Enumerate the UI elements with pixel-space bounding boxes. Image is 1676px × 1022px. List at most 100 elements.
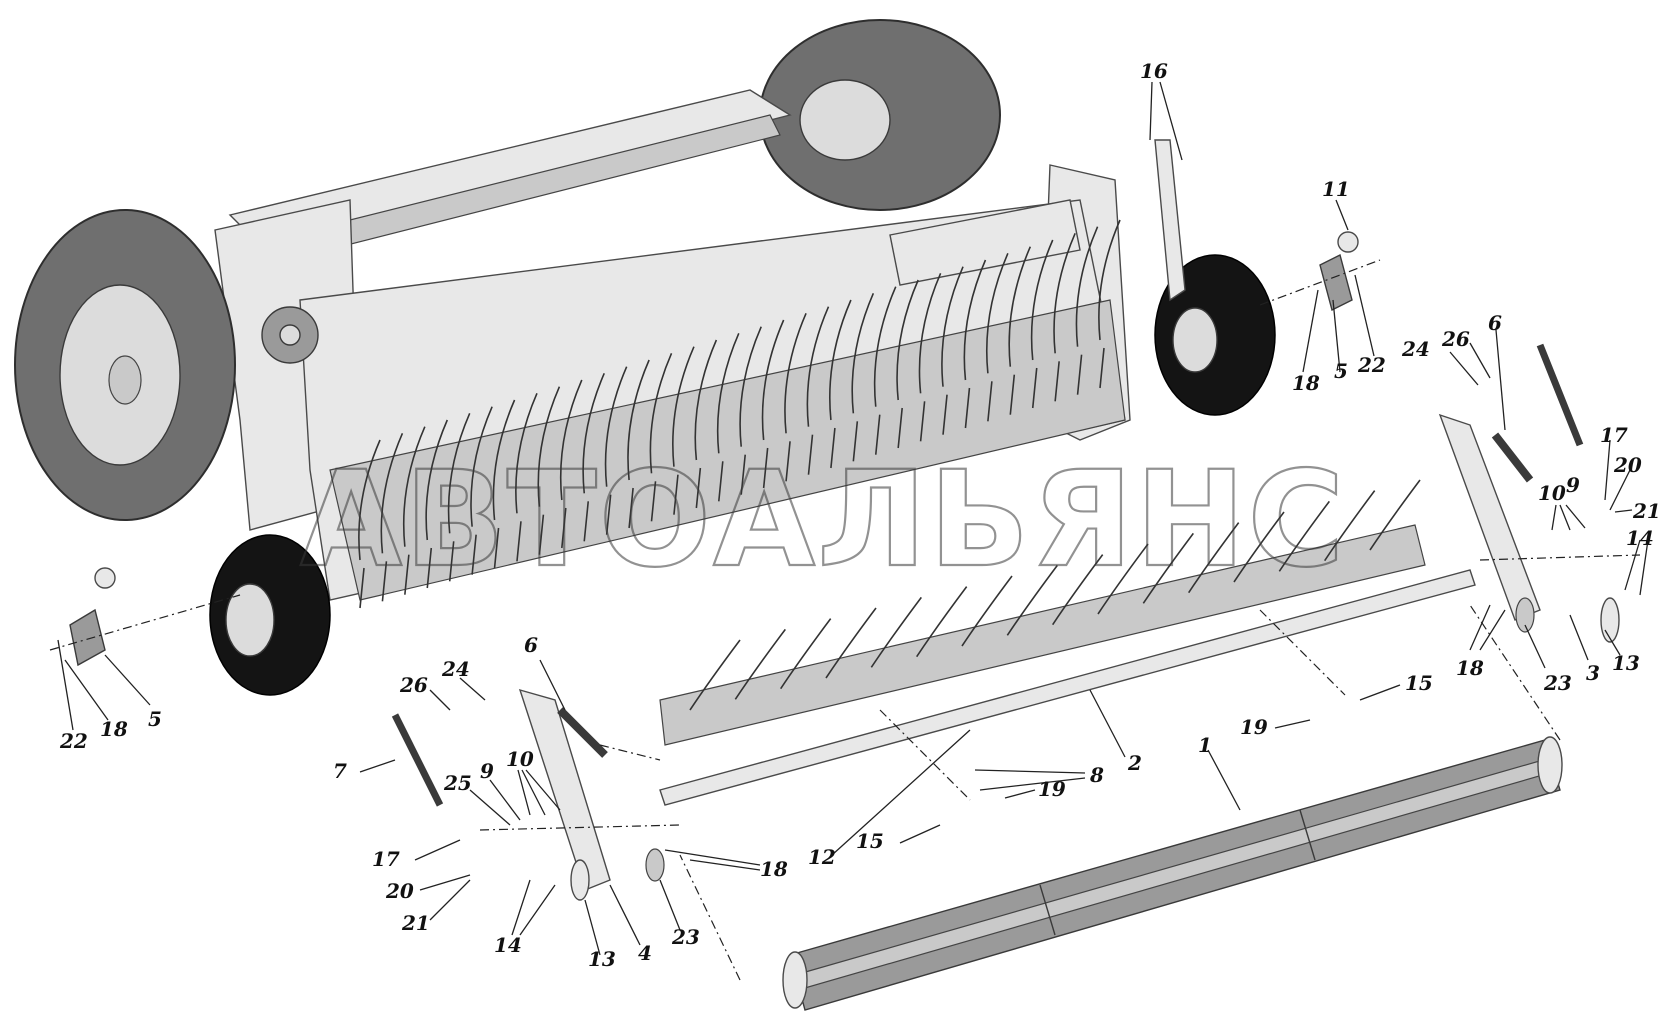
tine [447,413,471,582]
leader-16 [1149,81,1183,161]
leader-26-left [429,689,451,711]
callout-17-right: 17 [1600,423,1628,447]
right-gauge-rim [1172,307,1218,373]
left-link-spring [557,707,608,758]
axis-guard [879,709,971,801]
leader-15-left [899,824,941,844]
leader-4 [609,884,641,946]
callout-6-right: 6 [1488,311,1502,335]
tine [1008,246,1032,415]
tine [358,439,381,609]
guard-tine [916,586,968,658]
upper-shaft [889,199,1081,286]
leader-14-left [511,879,556,936]
guard-tine [870,596,922,668]
tine [1030,239,1054,409]
tine [716,333,740,502]
wind-guard-tines [689,479,1421,711]
leader-lines [57,81,1649,956]
callout-24-left: 24 [441,657,470,681]
leader-26-right [1469,342,1491,379]
callout-7: 7 [333,759,347,783]
callout-24-right: 24 [1401,337,1430,361]
tine [873,286,897,455]
callout-23-right: 23 [1543,671,1572,695]
left-washer-23 [645,848,665,882]
left-bearing-housing [69,608,106,667]
leader-8 [974,769,1086,791]
leader-2 [1089,689,1126,758]
leader-18-left [664,849,761,871]
leader-5-left [104,654,151,706]
leader-22-right [1354,274,1375,357]
callout-15-left: 15 [856,829,884,853]
leader-1 [1207,749,1241,811]
tine [402,426,426,595]
callout-8: 8 [1089,763,1104,787]
axis-roller-right [1469,604,1561,741]
leader-10-left [517,769,561,816]
callout-18-left-upper: 18 [100,717,128,741]
callout-22-left: 22 [59,729,88,753]
leader-5-right [1332,299,1341,373]
guard-tine [734,628,786,700]
callout-21-right: 21 [1632,499,1661,523]
callout-9-right: 9 [1566,473,1580,497]
roller-highlight [794,757,1554,991]
tine [694,339,718,509]
right-tension-spring [1536,343,1584,447]
leader-24-left [459,677,486,701]
leader-20-left [419,874,471,891]
leader-6-right [1495,329,1506,431]
right-bearing-housing [1319,253,1353,312]
callout-18-right-lower: 18 [1456,656,1484,680]
guard-tine [1097,543,1149,615]
tine [784,313,807,482]
leader-20-right [1609,469,1631,511]
callout-18-left: 18 [760,857,788,881]
callout-14-right: 14 [1626,526,1654,550]
right-washer-13 [1600,597,1620,643]
callout-26-right: 26 [1441,327,1470,351]
guard-tine [961,575,1013,647]
leader-24-right [1449,351,1479,386]
leader-19-right [1274,719,1311,729]
callout-26-left: 26 [399,673,428,697]
pickup-frame [14,19,1276,696]
right-pivot-arm [1438,413,1541,621]
roller-end-right [1537,736,1563,794]
leader-7 [359,759,396,773]
callout-5-right: 5 [1334,359,1348,383]
guard-tine [1006,564,1058,636]
tine [806,306,830,475]
guard-tine [1142,532,1194,604]
leader-18-left-upper [64,659,109,721]
assembly-axes [49,259,1641,981]
right-link-spring [1491,432,1534,483]
tine [604,366,628,535]
callout-19-right: 19 [1240,715,1268,739]
leader-17-left [414,839,461,861]
callout-19-left: 19 [1038,777,1066,801]
callout-4: 4 [638,941,652,965]
leader-13-left [584,899,601,956]
leader-3 [1569,614,1589,661]
callout-21-left: 21 [401,911,430,935]
leader-23-left [659,879,681,931]
axis-right-pins [1479,554,1641,561]
axis-left-pins [479,824,681,831]
callout-9-left: 9 [480,759,494,783]
axis-left-arm [599,744,661,761]
callout-15-right: 15 [1405,671,1433,695]
guard-tine [825,607,877,679]
rear-right-rim [799,79,891,161]
tine [963,259,987,429]
height-adjust-bracket [1154,139,1186,302]
tine [828,299,852,469]
callout-20-left: 20 [385,879,414,903]
callout-12: 12 [808,845,836,869]
tine [515,393,538,562]
tine [1075,226,1099,395]
left-pivot-arm [518,688,611,891]
callout-13-left: 13 [588,947,616,971]
